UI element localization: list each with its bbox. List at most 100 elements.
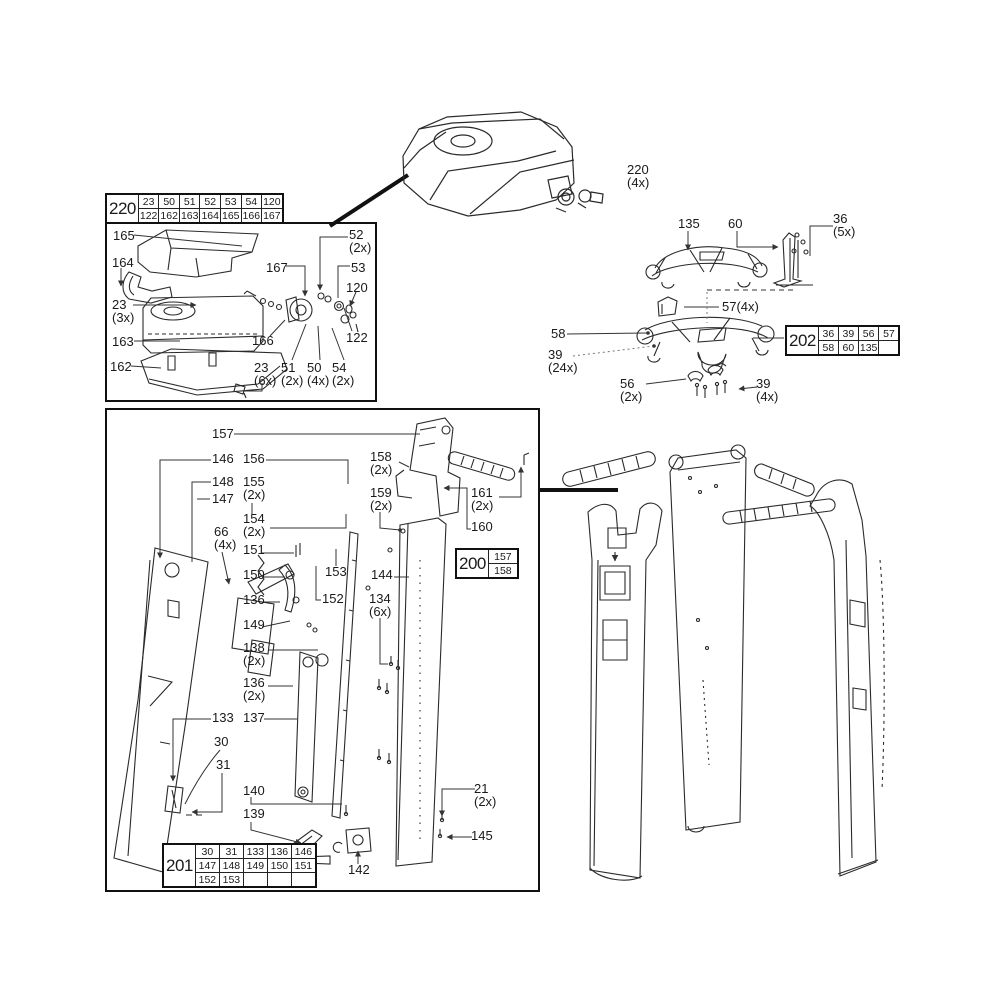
callout-150: 150 — [243, 567, 265, 582]
table-cell: 36 — [817, 325, 839, 341]
callout-149: 149 — [243, 617, 265, 632]
callout-220: 220 (4x) — [627, 163, 649, 189]
parts-table-200: 200 157 158 — [455, 548, 519, 579]
callout-qty: (4x) — [627, 175, 650, 190]
callout-159-2x: 159(2x) — [370, 485, 393, 513]
table-id: 220 — [105, 193, 139, 224]
table-cell: 136 — [266, 843, 292, 859]
table-cell: 157 — [487, 548, 519, 564]
callout-152: 152 — [322, 591, 344, 606]
table-cell: 147 — [194, 858, 220, 873]
callout-137: 137 — [243, 710, 265, 725]
table-cell: 122 — [137, 208, 160, 224]
table-cell — [242, 872, 268, 888]
callout-39-24x: 39(24x) — [548, 347, 578, 375]
callout-140: 140 — [243, 783, 265, 798]
callout-23-6x: 23(6x) — [254, 360, 277, 388]
table-cell: 164 — [199, 208, 221, 224]
table-cell: 151 — [290, 858, 317, 873]
callout-162: 162 — [110, 359, 132, 374]
table-cell: 60 — [837, 340, 859, 356]
callout-163: 163 — [112, 334, 134, 349]
callout-21-2x: 21(2x) — [474, 781, 497, 809]
callout-147: 147 — [212, 491, 234, 506]
table-cell: 163 — [178, 208, 201, 224]
callout-165: 165 — [113, 228, 135, 243]
callout-39-4x: 39(4x) — [756, 376, 779, 404]
callout-148: 148 — [212, 474, 234, 489]
table-cell: 54 — [240, 193, 263, 209]
callout-166: 166 — [252, 333, 274, 348]
table-cell: 165 — [220, 208, 242, 224]
table-cell: 133 — [242, 843, 268, 859]
callout-135: 135 — [678, 216, 700, 231]
table-id: 201 — [162, 843, 196, 888]
callout-56-2x: 56(2x) — [620, 376, 643, 404]
table-cell: 148 — [218, 858, 244, 873]
table-cell: 31 — [218, 843, 244, 859]
table-cell — [266, 872, 292, 888]
frame-drawings — [636, 232, 813, 398]
callout-167: 167 — [266, 260, 288, 275]
callout-136: 136 — [243, 592, 265, 607]
callout-52-2x: 52(2x) — [349, 227, 372, 255]
parts-table-201: 201 30 31 133 136 146 147 148 149 150 15… — [162, 843, 317, 888]
callout-134-6x: 134(6x) — [369, 591, 392, 619]
group-box-mast — [105, 408, 540, 892]
parts-table-220: 220 23 50 51 52 53 54 120 122 162 163 16… — [105, 193, 284, 224]
table-cell: 30 — [194, 843, 220, 859]
table-cell: 51 — [178, 193, 201, 209]
table-cell: 39 — [837, 325, 859, 341]
callout-66-4x: 66(4x) — [214, 524, 237, 552]
table-id: 200 — [455, 548, 489, 579]
callout-161-2x: 161(2x) — [471, 485, 494, 513]
callout-number: 220 — [627, 162, 649, 177]
callout-53: 53 — [351, 260, 366, 275]
table-cell: 167 — [261, 208, 284, 224]
bigbox-drawings — [113, 417, 530, 873]
table-cell: 23 — [137, 193, 160, 209]
callout-51-2x: 51(2x) — [281, 360, 304, 388]
table-cell: 50 — [158, 193, 180, 209]
callout-160: 160 — [471, 519, 493, 534]
callout-60: 60 — [728, 216, 743, 231]
table-cell: 53 — [220, 193, 242, 209]
bigbox-leaders — [157, 433, 524, 864]
table-cell: 166 — [240, 208, 263, 224]
callout-144: 144 — [371, 567, 393, 582]
mast-assembled-drawing — [562, 444, 885, 881]
callout-54-2x: 54(2x) — [332, 360, 355, 388]
box220-leaders — [118, 234, 357, 392]
callout-58: 58 — [551, 326, 566, 341]
callout-138-2x: 138(2x) — [243, 640, 266, 668]
table-id: 202 — [785, 325, 819, 356]
callout-145: 145 — [471, 828, 493, 843]
callout-139: 139 — [243, 806, 265, 821]
console-drawing — [402, 111, 604, 217]
callout-31: 31 — [216, 757, 231, 772]
callout-146: 146 — [212, 451, 234, 466]
callout-153: 153 — [325, 564, 347, 579]
callout-154-2x: 154(2x) — [243, 511, 266, 539]
callout-164: 164 — [112, 255, 134, 270]
callout-50-4x: 50(4x) — [307, 360, 330, 388]
table-cell: 150 — [266, 858, 292, 873]
table-cell — [878, 340, 900, 356]
table-cell: 57 — [878, 325, 900, 341]
callout-158-2x: 158(2x) — [370, 449, 393, 477]
callout-57-4x: 57(4x) — [722, 299, 759, 314]
table-cell: 149 — [242, 858, 268, 873]
table-cell: 135 — [857, 340, 880, 356]
box220-drawings — [122, 229, 359, 399]
table-cell — [290, 872, 317, 888]
callout-151: 151 — [243, 542, 265, 557]
table-cell: 152 — [194, 872, 220, 888]
table-cell: 58 — [817, 340, 839, 356]
table-cell: 158 — [487, 563, 519, 579]
table-cell: 56 — [857, 325, 880, 341]
callout-157: 157 — [212, 426, 234, 441]
thick-pointer-lines — [328, 173, 618, 492]
callout-30: 30 — [214, 734, 229, 749]
